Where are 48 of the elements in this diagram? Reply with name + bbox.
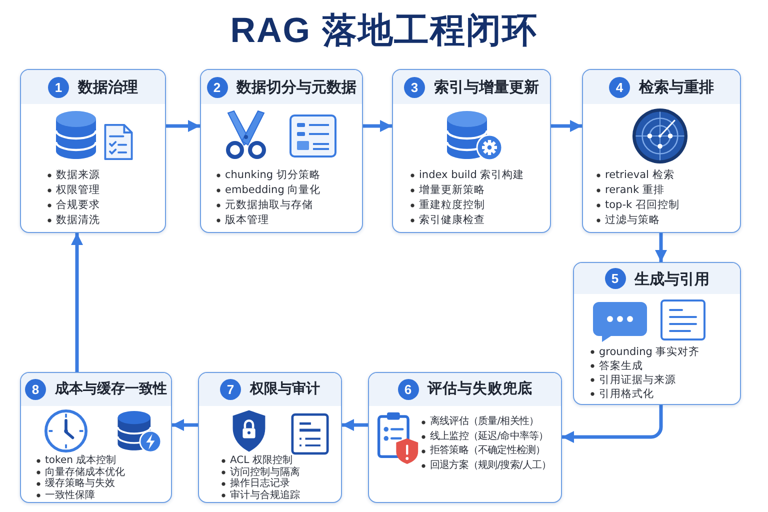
bullet-item: 访问控制与隔离 [221, 466, 300, 478]
bullet-item: 操作日志记录 [221, 478, 290, 490]
step-card [573, 262, 741, 405]
step-card [198, 372, 342, 503]
step-number: 3 [404, 76, 425, 98]
bullet-item: token 成本控制 [36, 455, 116, 467]
arrow [172, 419, 198, 431]
step-title: 检索与重排 [639, 78, 714, 96]
step-number: 8 [25, 379, 46, 400]
arrow [551, 120, 582, 132]
bullet-item: 引用证据与来源 [590, 373, 676, 387]
diagram-title: RAG 落地工程闭环 [230, 10, 538, 52]
step-card [582, 69, 741, 233]
step-title: 数据治理 [78, 78, 138, 96]
arrow [363, 120, 392, 132]
step-number: 2 [206, 76, 228, 98]
step-card [20, 69, 166, 233]
bullet-item: 引用格式化 [590, 387, 654, 401]
bullet-item: 审计与合规追踪 [221, 490, 300, 502]
step-number: 6 [398, 379, 418, 400]
step-number: 7 [220, 379, 241, 400]
step-number: 1 [48, 76, 69, 98]
step-card [368, 372, 562, 503]
step-title: 索引与增量更新 [434, 78, 539, 96]
step-title: 成本与缓存一致性 [55, 381, 167, 398]
bullet-item: 答案生成 [590, 359, 643, 373]
bullet-item: grounding 事实对齐 [590, 345, 700, 359]
arrow [655, 233, 667, 262]
step-title: 数据切分与元数据 [236, 78, 356, 96]
bullet-item: chunking 切分策略 [216, 168, 320, 183]
arrow [166, 120, 200, 132]
step-title: 权限与审计 [250, 381, 320, 398]
step-title: 评估与失败兜底 [428, 380, 532, 398]
bullet-item: ACL 权限控制 [221, 455, 292, 467]
bullet-item: 一致性保障 [36, 490, 95, 502]
step-title: 生成与引用 [634, 270, 710, 288]
bullet-item: top-k 召回控制 [596, 198, 680, 213]
step-number: 5 [604, 268, 626, 289]
arrow [562, 405, 663, 443]
step-card [20, 372, 172, 503]
bullet-item: 向量存储成本优化 [36, 466, 125, 478]
bullet-item: embedding 向量化 [216, 183, 321, 198]
arrow [342, 419, 368, 431]
bullet-item: 缓存策略与失效 [36, 478, 115, 490]
step-card [392, 69, 551, 233]
step-card [200, 69, 363, 233]
arrow [71, 233, 83, 372]
step-number: 4 [609, 76, 630, 98]
